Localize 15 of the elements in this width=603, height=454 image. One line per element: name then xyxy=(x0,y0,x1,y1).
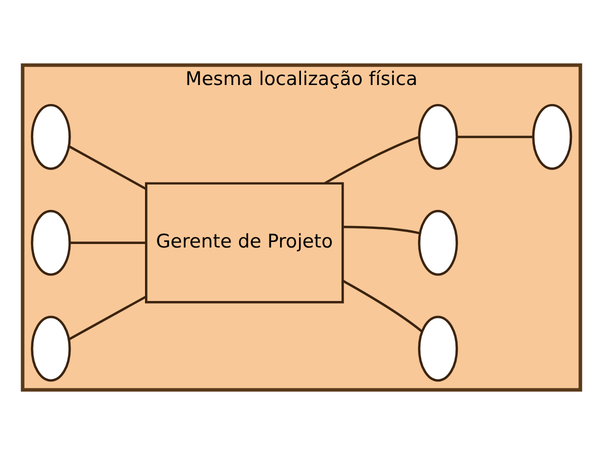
node-circle xyxy=(532,103,572,170)
connector xyxy=(324,135,420,184)
connector xyxy=(68,295,147,340)
connector xyxy=(70,241,146,244)
node-circle xyxy=(30,315,71,382)
node-circle xyxy=(30,103,71,170)
node-circle xyxy=(418,209,458,276)
connector xyxy=(342,279,423,332)
connector xyxy=(342,225,420,234)
node-circle xyxy=(418,103,458,170)
connector xyxy=(68,144,147,190)
node-box: Gerente de Projeto xyxy=(145,182,344,303)
node-circle xyxy=(30,209,71,276)
connector xyxy=(457,135,534,138)
node-circle xyxy=(418,315,458,382)
